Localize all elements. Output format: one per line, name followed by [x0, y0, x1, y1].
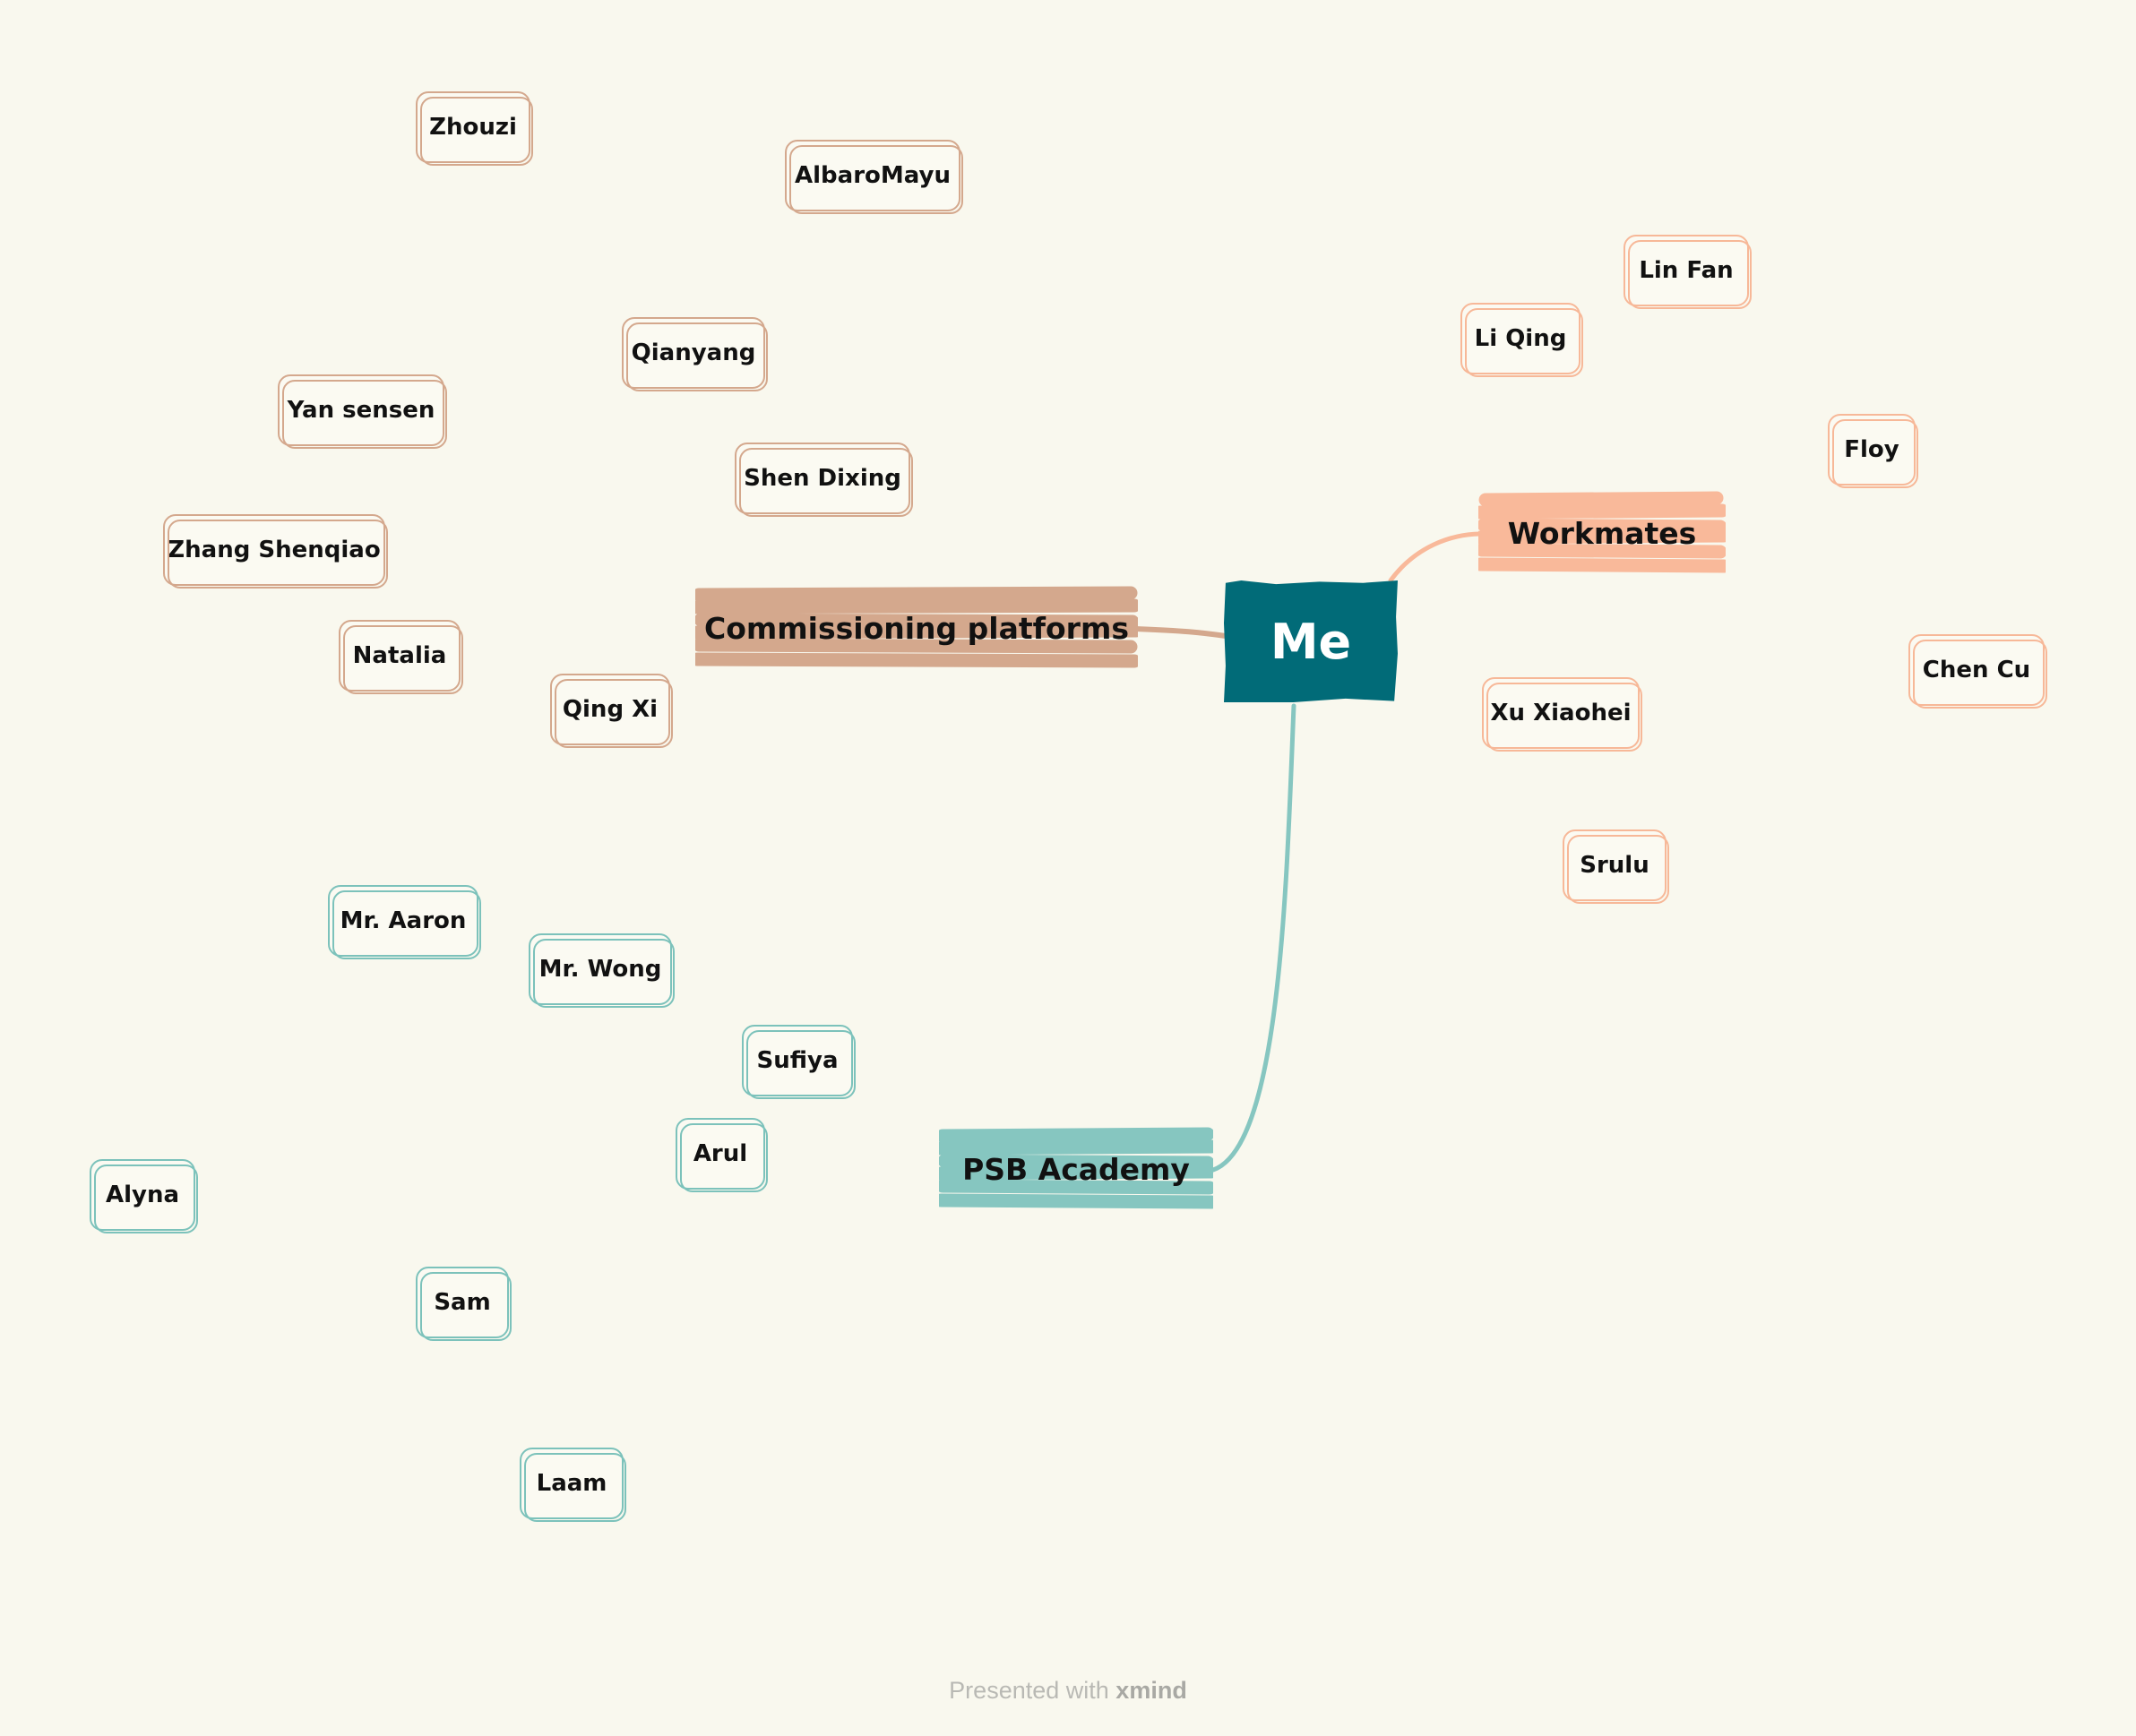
connector-psb [1210, 703, 1296, 1173]
scribble-fill-commissioning [695, 586, 1138, 668]
main-topic-commissioning[interactable]: Commissioning platforms [695, 586, 1138, 670]
main-topic-commissioning-label: Commissioning platforms [704, 610, 1129, 646]
main-topic-workmates-label: Workmates [1507, 515, 1697, 551]
central-topic-label: Me [1270, 613, 1352, 670]
subtopic-psb[interactable]: Mr. Wong [529, 933, 675, 1008]
subtopic-commissioning[interactable]: Qing Xi [550, 674, 673, 748]
xmind-brand[interactable]: xmind [1115, 1677, 1187, 1704]
subtopic-workmates[interactable]: Srulu [1563, 829, 1669, 904]
connector-workmates [1388, 531, 1485, 583]
scribble-fill-workmates [1478, 491, 1726, 573]
subtopic-psb[interactable]: Sam [416, 1267, 512, 1341]
footer-attribution: Presented with xmind [0, 1677, 2136, 1705]
main-topic-workmates[interactable]: Workmates [1478, 491, 1726, 575]
main-topic-psb-label: PSB Academy [962, 1151, 1190, 1187]
subtopic-workmates[interactable]: Li Qing [1460, 303, 1583, 377]
subtopic-psb[interactable]: Sufiya [742, 1025, 856, 1099]
subtopic-commissioning[interactable]: Qianyang [622, 317, 768, 391]
subtopic-workmates[interactable]: Xu Xiaohei [1482, 677, 1642, 752]
scribble-fill-psb [939, 1127, 1213, 1209]
central-topic[interactable]: Me [1224, 580, 1398, 702]
subtopic-commissioning[interactable]: Shen Dixing [735, 443, 913, 517]
connector-commissioning [1133, 626, 1228, 639]
footer-prefix: Presented with [949, 1677, 1109, 1704]
subtopic-psb[interactable]: Alyna [90, 1159, 198, 1233]
subtopic-workmates[interactable]: Floy [1828, 414, 1918, 488]
subtopic-commissioning[interactable]: AlbaroMayu [785, 140, 963, 214]
subtopic-commissioning[interactable]: Natalia [339, 620, 463, 694]
subtopic-workmates[interactable]: Lin Fan [1624, 235, 1752, 309]
subtopic-psb[interactable]: Laam [520, 1448, 626, 1522]
subtopic-commissioning[interactable]: Zhang Shenqiao [163, 514, 388, 589]
subtopic-workmates[interactable]: Chen Cu [1908, 634, 2047, 709]
subtopic-commissioning[interactable]: Zhouzi [416, 91, 533, 166]
main-topic-psb[interactable]: PSB Academy [939, 1127, 1213, 1211]
subtopic-commissioning[interactable]: Yan sensen [278, 374, 447, 449]
subtopic-psb[interactable]: Arul [676, 1118, 768, 1192]
subtopic-psb[interactable]: Mr. Aaron [328, 885, 481, 959]
